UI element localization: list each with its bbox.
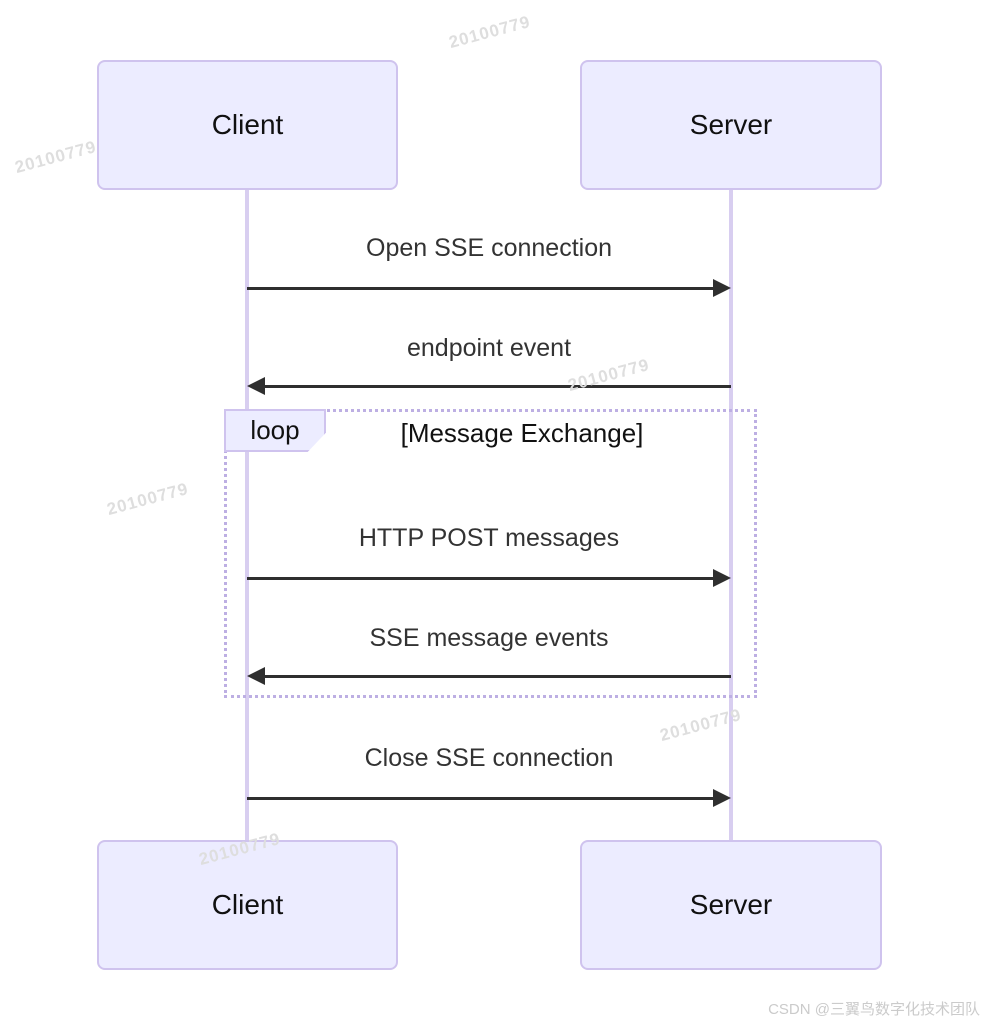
loop-label-tag: loop [224, 409, 326, 452]
actor-server-top: Server [580, 60, 882, 190]
message-open-sse-label: Open SSE connection [366, 234, 612, 262]
actor-server-bottom: Server [580, 840, 882, 970]
message-open-sse-line [247, 287, 714, 290]
message-open-sse-arrowhead-icon [713, 279, 731, 297]
watermark-text: 20100779 [104, 479, 191, 520]
message-close-sse-arrowhead-icon [713, 789, 731, 807]
message-endpoint-event-line [264, 385, 731, 388]
loop-label-text: loop [250, 415, 300, 445]
actor-client-top: Client [97, 60, 398, 190]
loop-condition-text: [Message Exchange] [400, 418, 644, 448]
message-close-sse-label: Close SSE connection [364, 744, 614, 772]
csdn-credit-text: CSDN @三翼鸟数字化技术团队 [768, 1001, 980, 1018]
message-sse-events-arrowhead-icon [247, 667, 265, 685]
actor-client-bottom-label: Client [211, 889, 284, 920]
message-http-post-arrowhead-icon [713, 569, 731, 587]
loop-frame [224, 409, 757, 698]
watermark-text: 20100779 [446, 12, 533, 53]
message-sse-events-label: SSE message events [369, 624, 609, 652]
actor-server-top-label: Server [689, 109, 773, 140]
actor-server-bottom-label: Server [689, 889, 773, 920]
actor-client-top-label: Client [211, 109, 284, 140]
message-http-post-label: HTTP POST messages [358, 524, 620, 552]
message-endpoint-event-label: endpoint event [406, 334, 572, 362]
message-http-post-line [247, 577, 714, 580]
watermark-text: 20100779 [12, 137, 99, 178]
actor-client-bottom: Client [97, 840, 398, 970]
message-sse-events-line [264, 675, 731, 678]
message-close-sse-line [247, 797, 714, 800]
message-endpoint-event-arrowhead-icon [247, 377, 265, 395]
server-lifeline [729, 190, 733, 840]
client-lifeline [245, 190, 249, 840]
